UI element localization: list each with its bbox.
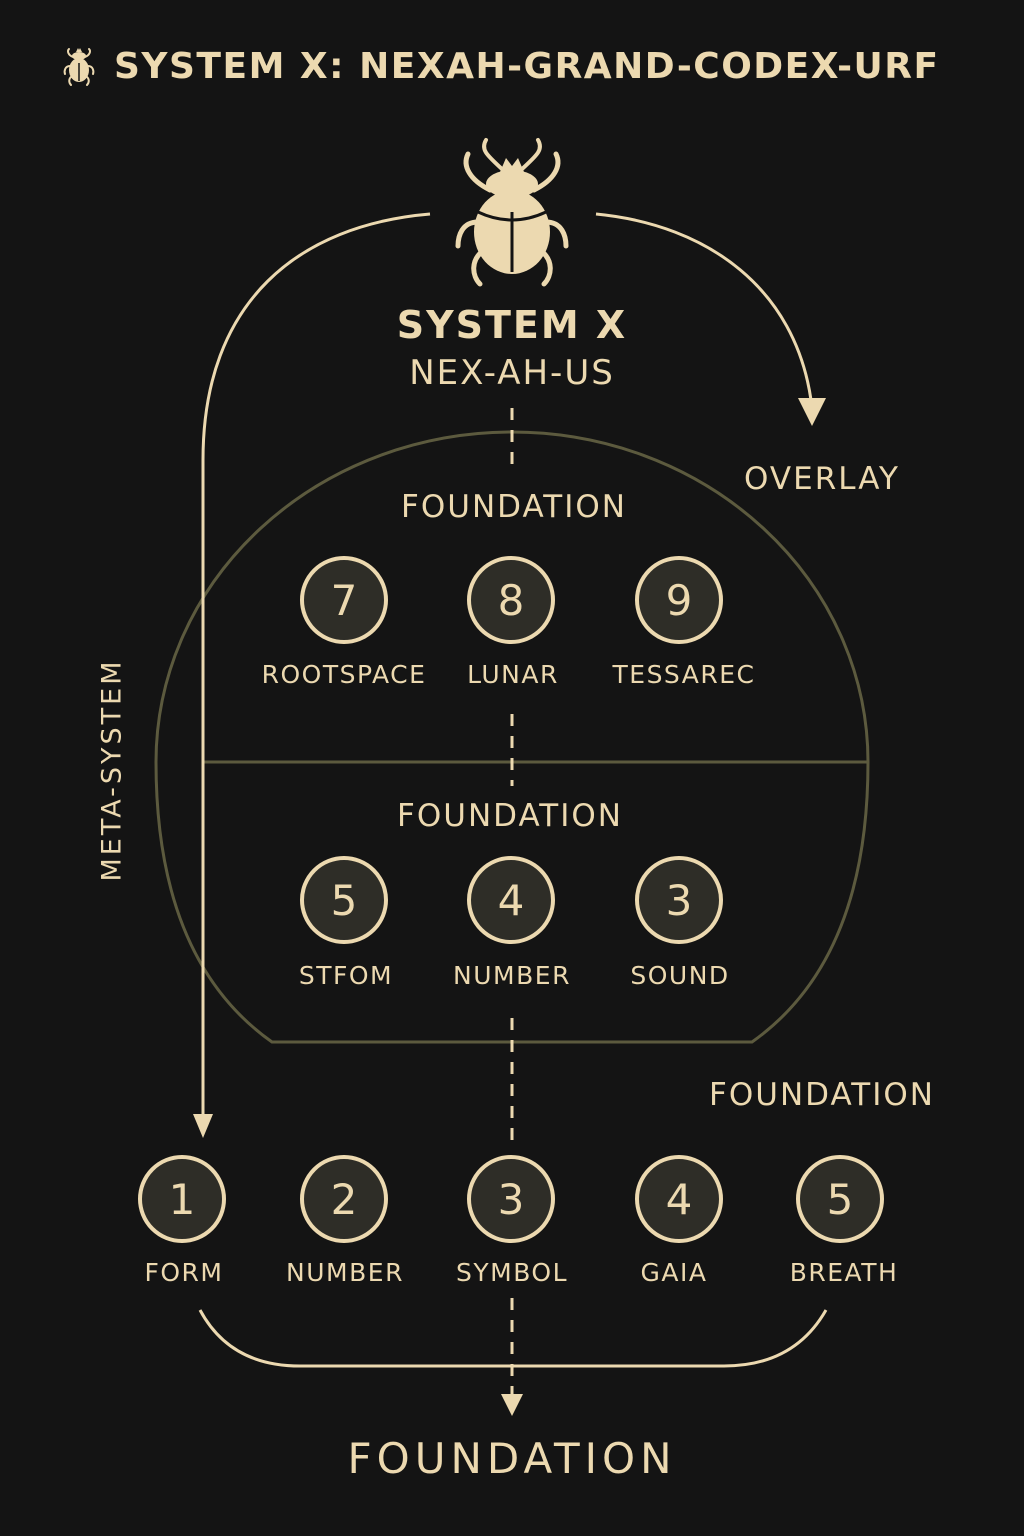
page-title: SYSTEM X: NEXAH-GRAND-CODEX-URF	[114, 45, 940, 87]
node-circle-9: 9	[635, 556, 723, 644]
meta-system-arrow	[201, 212, 431, 1118]
node-circle-7: 7	[300, 556, 388, 644]
overlay-label: OVERLAY	[744, 461, 900, 497]
scarab-icon	[455, 138, 569, 287]
overlay-arrow	[595, 212, 813, 401]
middle-foundation-label: FOUNDATION	[397, 798, 623, 834]
node-circle-4-bottom: 4	[635, 1155, 723, 1243]
system-subtitle: NEX-AH-US	[409, 353, 615, 393]
node-circle-3: 3	[635, 856, 723, 944]
node-label-symbol: SYMBOL	[455, 1258, 569, 1287]
node-label-stfom: STFOM	[298, 961, 394, 990]
node-label-lunar: LUNAR	[467, 660, 559, 689]
node-circle-8: 8	[467, 556, 555, 644]
node-label-sound: SOUND	[630, 961, 730, 990]
scarab-icon	[63, 48, 95, 86]
node-label-number: NUMBER	[453, 961, 571, 990]
node-circle-2: 2	[300, 1155, 388, 1243]
dome-outline	[154, 430, 870, 1044]
node-label-gaia: GAIA	[640, 1258, 708, 1287]
meta-system-label: META-SYSTEM	[96, 658, 128, 882]
node-label-number-bottom: NUMBER	[286, 1258, 404, 1287]
node-circle-3-bottom: 3	[467, 1155, 555, 1243]
node-label-tessarec: TESSAREC	[612, 660, 756, 689]
bottom-foundation-label: FOUNDATION	[347, 1434, 677, 1483]
node-label-breath: BREATH	[789, 1258, 899, 1287]
overlay-arrowhead	[798, 398, 826, 426]
system-title: SYSTEM X	[396, 303, 628, 347]
right-foundation-label: FOUNDATION	[709, 1077, 935, 1113]
node-circle-1: 1	[138, 1155, 226, 1243]
bottom-cradle-curve	[198, 1309, 828, 1368]
node-circle-5: 5	[300, 856, 388, 944]
node-circle-4: 4	[467, 856, 555, 944]
meta-system-arrowhead	[193, 1114, 213, 1138]
page-header: SYSTEM X: NEXAH-GRAND-CODEX-URF	[62, 40, 940, 92]
node-label-rootspace: ROOTSPACE	[261, 660, 427, 689]
node-label-form: FORM	[144, 1258, 224, 1287]
upper-foundation-label: FOUNDATION	[401, 489, 627, 525]
center-arrowhead	[501, 1394, 523, 1416]
node-circle-5-bottom: 5	[796, 1155, 884, 1243]
